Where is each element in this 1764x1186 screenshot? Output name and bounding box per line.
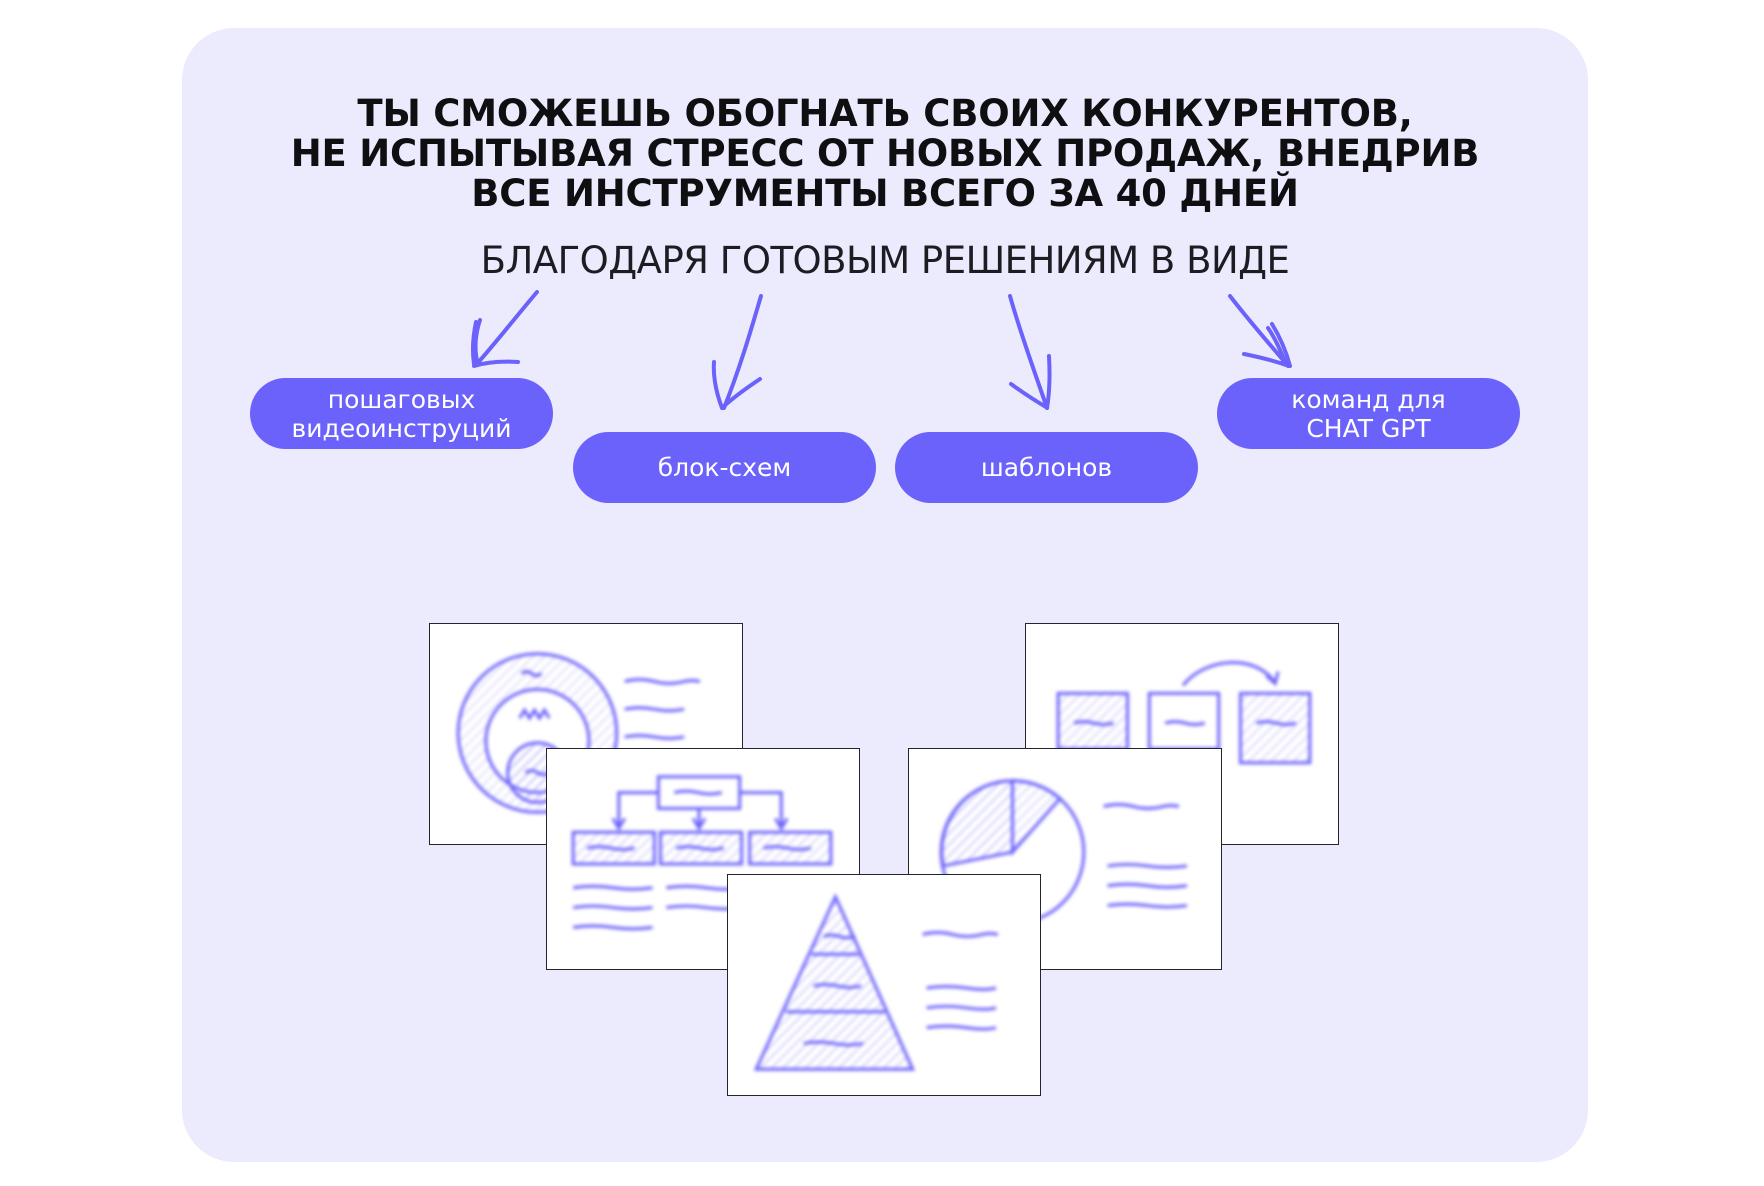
headline: ТЫ СМОЖЕШЬ ОБОГНАТЬ СВОИХ КОНКУРЕНТОВ, Н… xyxy=(182,94,1588,214)
pill-video-instructions: пошаговых видеоинструций xyxy=(250,378,553,449)
pyramid-diagram-icon xyxy=(753,893,999,1071)
headline-line-1: ТЫ СМОЖЕШЬ ОБОГНАТЬ СВОИХ КОНКУРЕНТОВ, xyxy=(357,92,1413,135)
pill-templates: шаблонов xyxy=(895,432,1198,503)
pill-label: CHAT GPT xyxy=(1306,413,1431,443)
pill-label: команд для xyxy=(1291,384,1446,414)
pill-label: блок-схем xyxy=(657,453,792,482)
headline-line-2: НЕ ИСПЫТЫВАЯ СТРЕСС ОТ НОВЫХ ПРОДАЖ, ВНЕ… xyxy=(290,132,1480,175)
pill-label: пошаговых xyxy=(327,384,476,414)
pill-chatgpt-commands: команд для CHAT GPT xyxy=(1217,378,1520,449)
pill-label: видеоинструций xyxy=(291,413,512,443)
subheadline: БЛАГОДАРЯ ГОТОВЫМ РЕШЕНИЯМ В ВИДЕ xyxy=(480,239,1290,282)
pill-flowcharts: блок-схем xyxy=(573,432,876,503)
pill-label: шаблонов xyxy=(980,453,1113,482)
pyramid-sheet xyxy=(727,874,1041,1096)
headline-line-3: ВСЕ ИНСТРУМЕНТЫ ВСЕГО ЗА 40 ДНЕЙ xyxy=(471,172,1299,215)
org-tree-diagram-icon xyxy=(571,775,833,931)
